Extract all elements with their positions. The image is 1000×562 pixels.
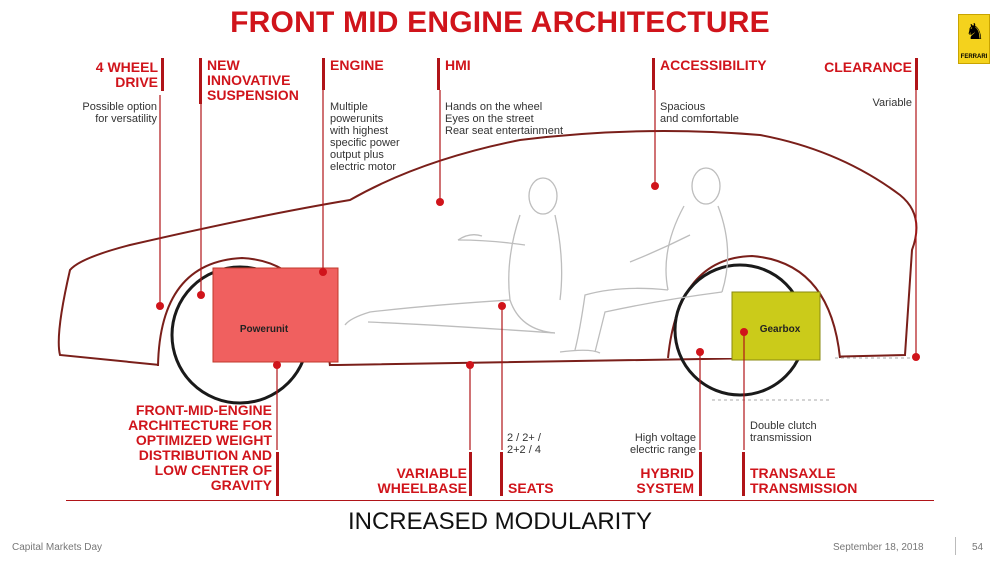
desc-seats: 2 / 2+ / 2+2 / 4 — [507, 432, 541, 456]
powerunit-block — [212, 267, 339, 363]
label-bar — [652, 58, 655, 90]
passenger-figure — [559, 167, 729, 354]
label-bar — [469, 452, 472, 496]
label-bar — [742, 452, 745, 496]
ferrari-logo: ♞ FERRARI — [958, 14, 990, 64]
gearbox-label: Gearbox — [760, 324, 801, 335]
slide-title: FRONT MID ENGINE ARCHITECTURE — [230, 6, 770, 39]
label-seats: SEATS — [508, 480, 554, 496]
leader-lines — [159, 90, 917, 450]
label-bar — [437, 58, 440, 90]
desc-hmi: Hands on the wheel Eyes on the street Re… — [445, 101, 564, 137]
desc-engine: Multiple powerunits with highest specifi… — [330, 101, 400, 173]
footer-separator — [955, 537, 956, 555]
label-bar — [276, 452, 279, 496]
label-suspension: NEW INNOVATIVE SUSPENSION — [207, 57, 299, 103]
page-number: 54 — [972, 542, 984, 553]
label-accessibility: ACCESSIBILITY — [660, 57, 767, 73]
divider-line — [66, 500, 934, 501]
label-bar — [699, 452, 702, 496]
desc-4-wheel-drive: Possible option for versatility — [82, 101, 157, 125]
footer-date: September 18, 2018 — [833, 542, 924, 553]
label-variable-wheelbase: VARIABLE WHEELBASE — [377, 465, 467, 496]
driver-figure — [344, 177, 563, 334]
prancing-horse-icon: ♞ — [965, 19, 985, 44]
label-hybrid-system: HYBRID SYSTEM — [636, 465, 694, 496]
car-body-outline — [57, 130, 918, 366]
label-bar — [322, 58, 325, 90]
gearbox-block — [731, 291, 821, 361]
desc-clearance: Variable — [872, 97, 912, 109]
callout-dots — [156, 182, 920, 369]
label-engine: ENGINE — [330, 57, 384, 73]
label-clearance: CLEARANCE — [824, 59, 912, 75]
powerunit-label: Powerunit — [240, 324, 289, 335]
logo-wordmark: FERRARI — [960, 54, 988, 60]
label-transaxle: TRANSAXLE TRANSMISSION — [750, 465, 858, 496]
label-front-mid-engine: FRONT-MID-ENGINE ARCHITECTURE FOR OPTIMI… — [128, 402, 272, 493]
desc-accessibility: Spacious and comfortable — [660, 101, 739, 125]
label-bar — [199, 58, 202, 104]
label-bar — [161, 58, 164, 91]
label-hmi: HMI — [445, 57, 471, 73]
desc-hybrid: High voltage electric range — [629, 432, 696, 456]
label-4-wheel-drive: 4 WHEEL DRIVE — [95, 59, 158, 90]
banner-increased-modularity: INCREASED MODULARITY — [347, 508, 653, 535]
footer-event: Capital Markets Day — [12, 542, 103, 553]
label-bar — [915, 58, 918, 90]
desc-transaxle: Double clutch transmission — [750, 420, 817, 444]
label-bar — [500, 452, 503, 496]
